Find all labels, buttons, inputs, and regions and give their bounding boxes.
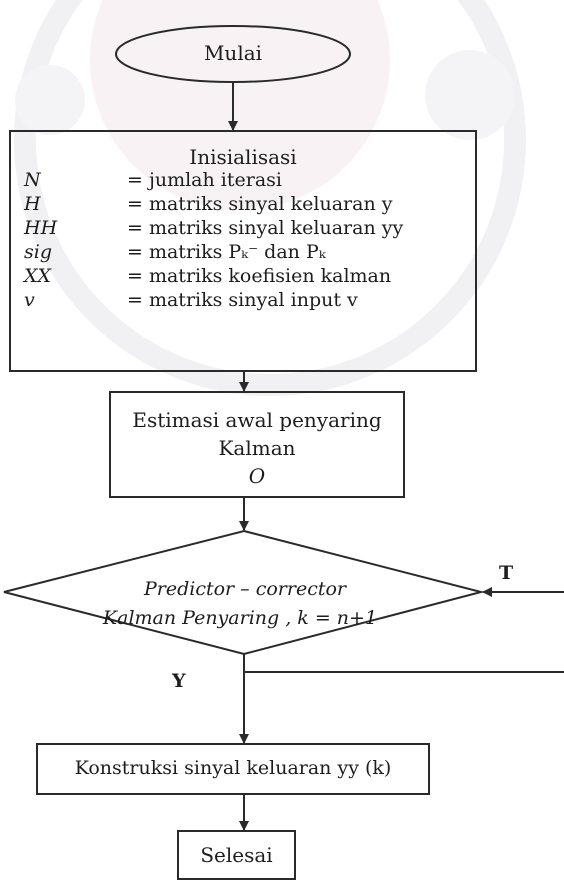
estimate-line1: Estimasi awal penyaring: [132, 408, 382, 432]
init-var-h: H: [24, 193, 41, 215]
construct-label: Konstruksi sinyal keluaran yy (k): [74, 757, 392, 779]
decision-yes-label: Y: [172, 670, 186, 692]
decision-no-label: T: [499, 562, 514, 584]
end-label: Selesai: [200, 843, 273, 867]
init-desc-h: = matriks sinyal keluaran y: [127, 193, 393, 215]
estimate-box: [109, 391, 405, 498]
estimate-line3: O: [248, 464, 266, 488]
init-desc-hh: = matriks sinyal keluaran yy: [127, 217, 404, 239]
init-title: Inisialisasi: [189, 145, 297, 169]
estimate-line2: Kalman: [218, 436, 296, 460]
decision-line1: Predictor – corrector: [143, 578, 346, 600]
construct-box: [36, 743, 430, 795]
init-var-xx: XX: [24, 265, 52, 287]
init-var-sig: sig: [24, 241, 52, 263]
watermark-seal: [14, 0, 526, 396]
init-var-hh: HH: [24, 217, 58, 239]
init-var-v: v: [24, 289, 35, 311]
end-box: [177, 830, 296, 880]
init-desc-sig: = matriks Pₖ⁻ dan Pₖ: [127, 241, 326, 263]
decision-line2: Kalman Penyaring , k = n+1: [102, 607, 378, 629]
start-label: Mulai: [203, 41, 263, 65]
init-desc-v: = matriks sinyal input v: [127, 289, 358, 311]
init-desc-xx: = matriks koefisien kalman: [127, 265, 392, 287]
init-desc-n: = jumlah iterasi: [127, 169, 282, 191]
init-var-n: N: [24, 169, 41, 191]
